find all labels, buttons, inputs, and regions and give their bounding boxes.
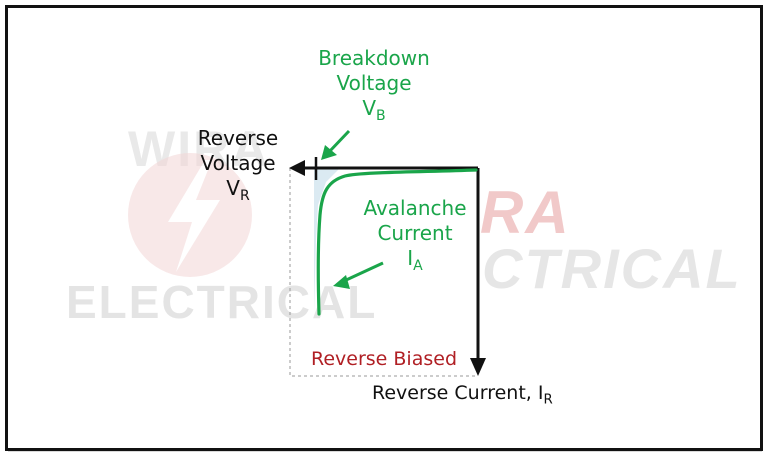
reverse-current-label: Reverse Current, IR — [372, 382, 592, 409]
avalanche-pointer-arrowhead — [333, 275, 350, 289]
avalanche-curve — [316, 168, 478, 316]
watermark-logo-bolt — [168, 160, 220, 272]
breakdown-pointer-arrowhead — [321, 145, 337, 160]
watermark-logo — [128, 153, 252, 277]
watermark-text-bottom-left: ELECTRICAL — [66, 276, 378, 328]
breakdown-label-line2: Voltage — [336, 71, 412, 95]
reverse-biased-region-label: Reverse Biased — [310, 348, 458, 370]
avalanche-label-line1: Avalanche — [363, 196, 467, 220]
avalanche-pointer-arrow-line — [343, 261, 384, 283]
reverse-voltage-arrowhead — [289, 160, 305, 176]
reverse-current-arrowhead — [470, 358, 486, 376]
watermark-text-top-right: RA — [480, 179, 571, 246]
breakdown-symbol: VB — [362, 96, 386, 124]
reverse-current-label-text: Reverse Current, I — [372, 382, 544, 404]
reverse-voltage-label-line1: Reverse — [197, 126, 279, 150]
avalanche-current-label: Avalanche Current IA — [350, 196, 480, 275]
breakdown-pointer-arrow-line — [327, 129, 351, 154]
reverse-voltage-label: Reverse Voltage VR — [178, 126, 298, 205]
reverse-voltage-label-line2: Voltage — [200, 151, 276, 175]
reverse-current-label-sub: R — [543, 392, 553, 408]
reverse-voltage-symbol: VR — [226, 176, 250, 204]
breakdown-voltage-label: Breakdown Voltage VB — [296, 46, 452, 125]
breakdown-label-line1: Breakdown — [318, 46, 430, 70]
watermark-text-bottom-right: CTRICAL — [482, 237, 742, 300]
avalanche-label-line2: Current — [377, 221, 453, 245]
breakdown-region-shade — [314, 168, 340, 312]
avalanche-symbol: IA — [407, 246, 423, 274]
